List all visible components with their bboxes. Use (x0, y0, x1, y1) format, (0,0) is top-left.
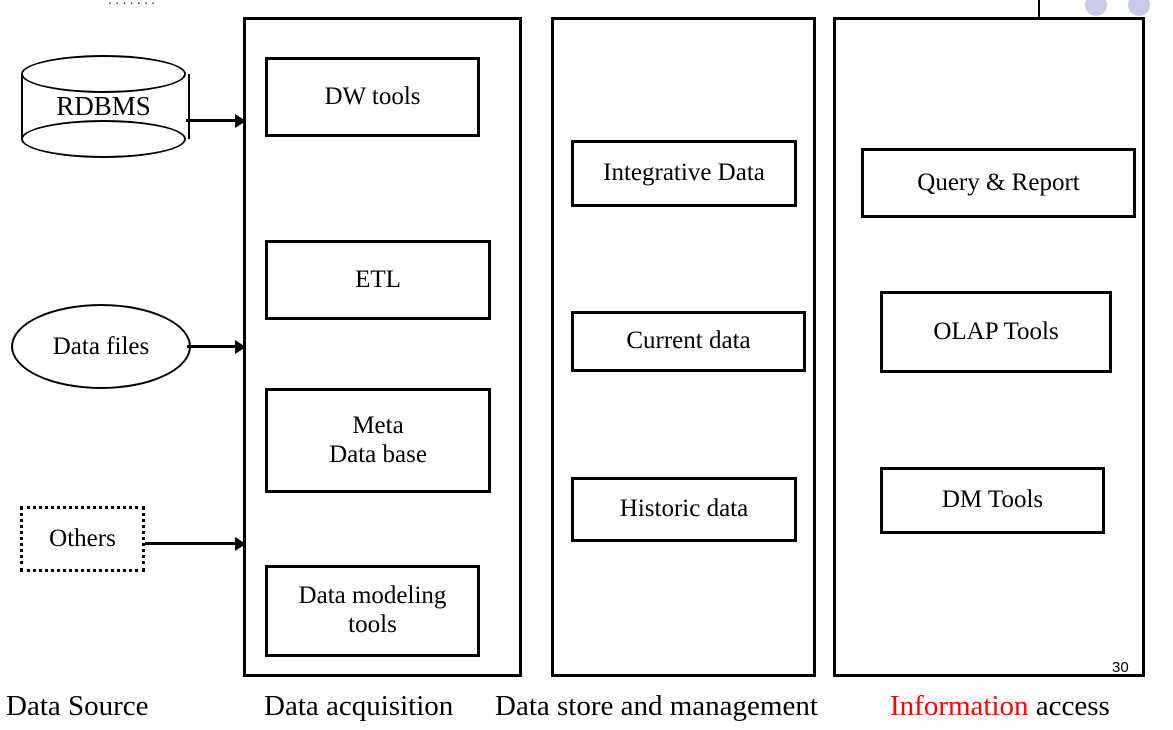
box-label: Query & Report (917, 168, 1080, 196)
cut-off-header-text: ....... (108, 0, 408, 7)
box-dw-tools: DW tools (265, 57, 480, 137)
bullet-dot-icon (1128, 0, 1150, 16)
box-label: Historic data (619, 495, 749, 523)
caption-data-source: Data Source (6, 690, 149, 722)
box-integrative-data: Integrative Data (571, 140, 797, 207)
source-label-rdbms: RDBMS (56, 91, 151, 121)
caption-data-store-and-management: Data store and management (495, 690, 818, 722)
box-label-line2: Data base (329, 440, 427, 468)
box-label: ETL (355, 265, 401, 293)
box-label-line2: tools (348, 611, 397, 638)
box-meta-database: Meta Data base (265, 388, 491, 493)
cylinder-bottom-ellipse (21, 120, 186, 158)
box-label-line1: Meta (352, 411, 404, 439)
box-historic-data: Historic data (571, 477, 797, 542)
page-number: 30 (1112, 659, 1129, 676)
caption-access-rest: access (1028, 690, 1110, 722)
caption-data-acquisition: Data acquisition (264, 690, 454, 722)
arrow-data-files-to-acquisition (187, 345, 241, 348)
box-label-line1: Data modeling (298, 582, 447, 610)
source-shape-rdbms: RDBMS (21, 55, 190, 158)
box-dm-tools: DM Tools (880, 467, 1105, 534)
box-olap-tools: OLAP Tools (880, 291, 1112, 373)
arrow-rdbms-to-acquisition (186, 119, 241, 122)
arrow-head-icon (235, 114, 246, 128)
source-label-others: Others (49, 525, 116, 552)
box-label: Current data (626, 327, 751, 355)
arrow-head-icon (235, 537, 246, 551)
box-data-modeling-tools: Data modeling tools (265, 565, 480, 657)
box-label: DW tools (324, 82, 421, 110)
box-label: Integrative Data (603, 159, 765, 187)
box-etl: ETL (265, 240, 491, 320)
source-shape-data-files: Data files (11, 304, 191, 389)
box-label: OLAP Tools (933, 317, 1059, 345)
cylinder-top-ellipse (21, 55, 186, 93)
arrow-head-icon (235, 340, 246, 354)
caption-highlight-information: Information (890, 690, 1029, 722)
box-label: DM Tools (941, 486, 1044, 514)
box-current-data: Current data (571, 311, 806, 372)
source-shape-others: Others (20, 506, 145, 572)
box-query-and-report: Query & Report (861, 148, 1136, 218)
source-label-data-files: Data files (52, 332, 150, 360)
arrow-others-to-acquisition (145, 542, 241, 545)
bullet-dot-icon (1085, 0, 1107, 16)
caption-information-access: Information access (890, 690, 1110, 723)
